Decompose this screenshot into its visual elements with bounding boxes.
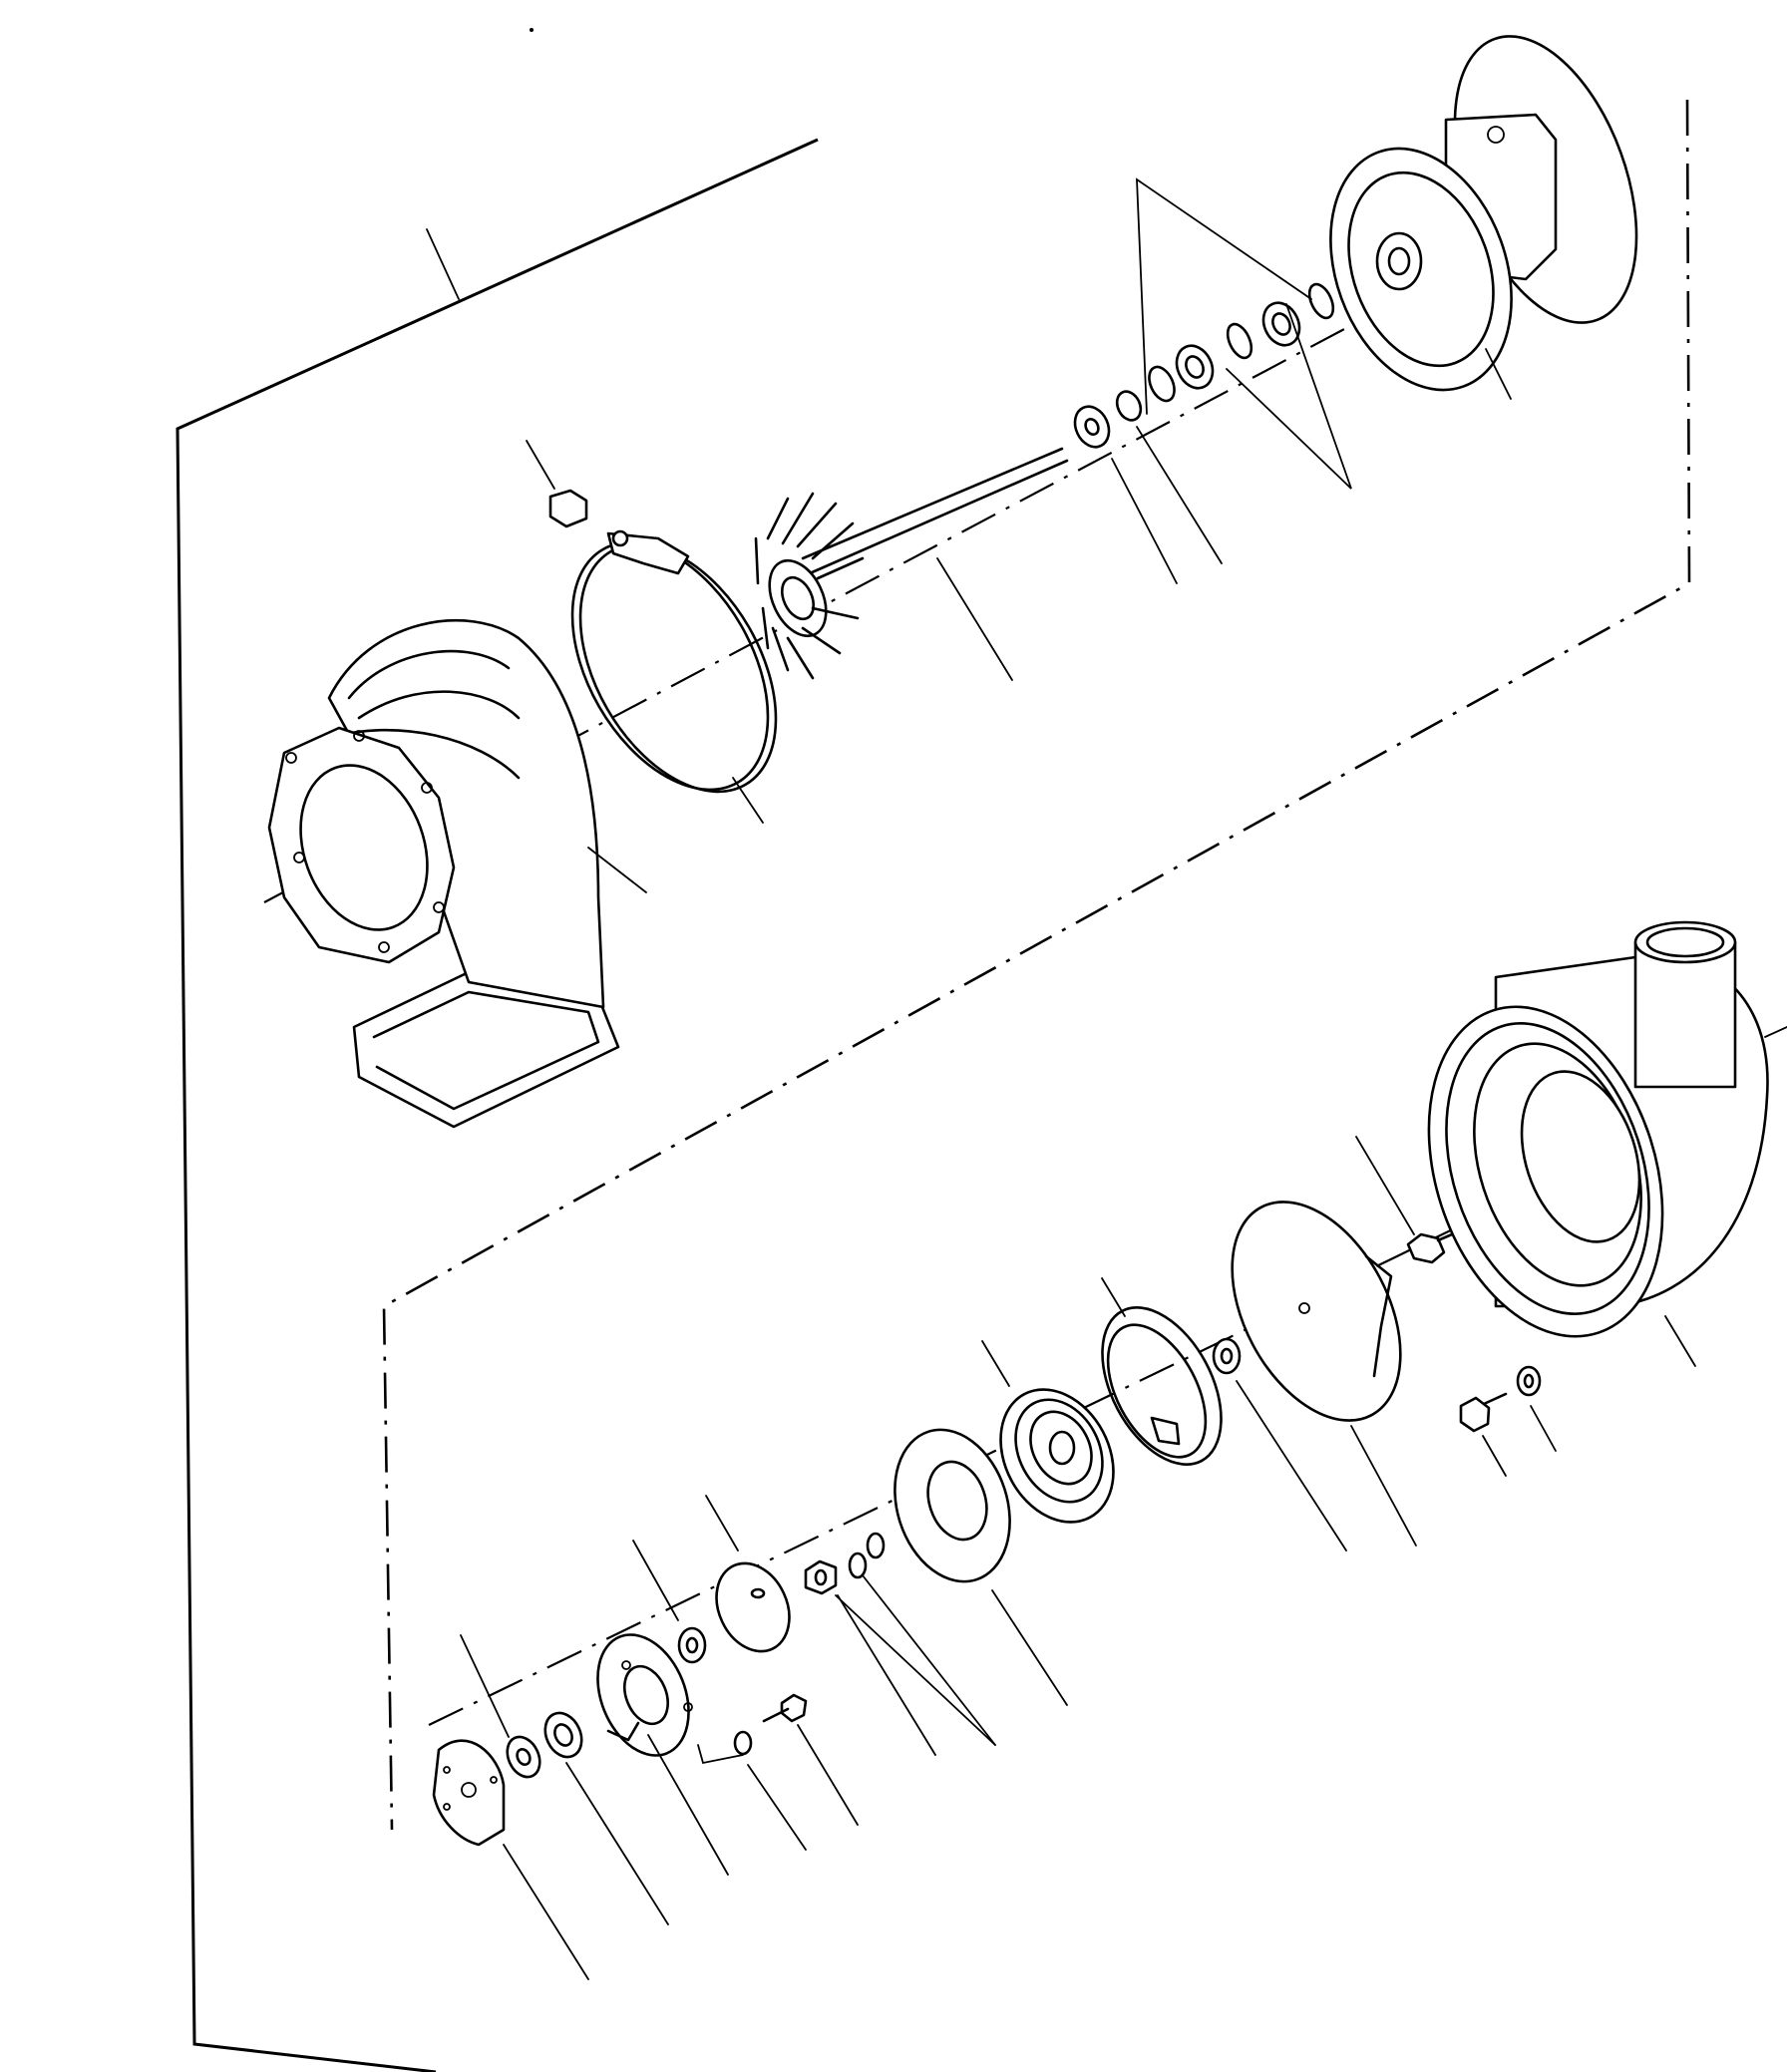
back-plate: [432, 1739, 589, 1980]
v-band-clamp: [570, 529, 778, 824]
insert-lock-washer: [697, 1730, 807, 1851]
bearing-sleeve: [543, 1711, 669, 1925]
seal-plate: [981, 1340, 1115, 1524]
turbine-housing: [267, 618, 647, 1129]
housing-washer: [1516, 1365, 1557, 1452]
compressor-washer: [1212, 1337, 1347, 1552]
outer-assembly-bracket: [176, 138, 819, 2072]
thrust-bearing: [894, 1428, 1068, 1706]
o-rings: [835, 1532, 996, 1746]
lower-center-axis: [428, 1116, 1686, 1726]
housing-bolt: [1459, 1392, 1508, 1477]
snap-ring: [1101, 1277, 1223, 1466]
piston-ring: [460, 1634, 541, 1779]
stray-mark: [530, 28, 534, 32]
compressor-housing: [1427, 920, 1787, 1367]
compressor-lock-nut: [1355, 1136, 1454, 1264]
compressor-wheel: [1231, 1201, 1417, 1547]
center-bearing-housing: [1329, 35, 1638, 400]
turbine-wheel-and-shaft: [754, 447, 1069, 681]
thrust-collar: [1073, 405, 1178, 584]
compressor-insert: [596, 1633, 729, 1876]
clamp-nut: [526, 440, 588, 528]
spacer-sleeve: [1115, 390, 1223, 564]
oil-deflector: [705, 1495, 791, 1653]
insert-screw: [762, 1693, 859, 1826]
small-washer: [632, 1540, 707, 1664]
thrust-collar-lower: [804, 1559, 936, 1756]
journal-bearing-and-rings: [1136, 177, 1352, 490]
lower-group-dashed-bracket: [382, 99, 1691, 1831]
